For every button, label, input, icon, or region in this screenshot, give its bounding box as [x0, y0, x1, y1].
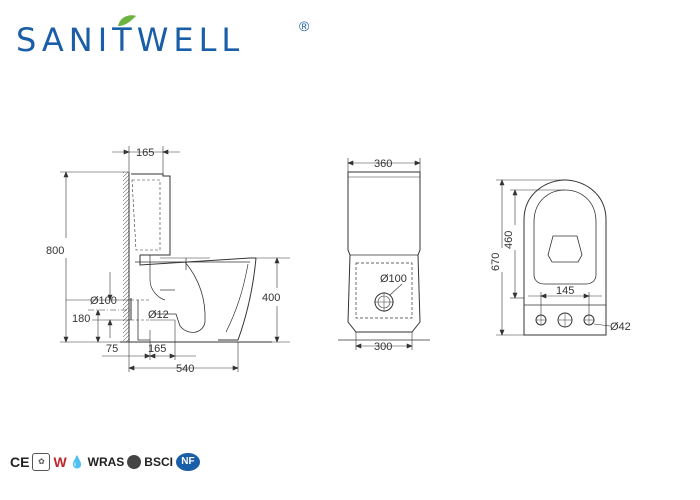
trap-line — [154, 261, 206, 333]
dim-height: 800 — [46, 245, 64, 257]
dim-wall-offset: 75 — [106, 343, 118, 355]
dim-top-width: 360 — [374, 158, 392, 170]
leaf-icon — [118, 15, 136, 26]
dim-inlet-dia: Ø100 — [90, 295, 117, 307]
tank-outline — [131, 173, 171, 256]
bsci-mark: BSCI — [144, 455, 173, 469]
dim-base-width: 300 — [374, 341, 392, 353]
top-dimensions — [496, 179, 611, 336]
front-view — [338, 171, 430, 341]
bowl-front — [218, 257, 257, 341]
dim-inlet-height: 180 — [72, 313, 90, 325]
top-outline — [523, 179, 607, 336]
ce-mark: CE — [10, 454, 30, 470]
dim-outlet-dia: Ø12 — [148, 309, 169, 321]
side-dimensions — [60, 146, 290, 372]
dim-bowl-depth: 460 — [503, 231, 515, 249]
bsci-icon — [127, 455, 142, 469]
brand-name: SANITWELL — [16, 21, 245, 59]
front-dimensions — [347, 158, 421, 350]
dim-tank-depth: 165 — [136, 147, 154, 159]
top-view — [523, 179, 607, 336]
dim-length: 540 — [176, 363, 194, 375]
sabs-icon: ✿ — [32, 453, 51, 471]
dim-total-depth: 670 — [490, 253, 502, 271]
nf-text: NF — [181, 456, 195, 467]
bowl-drain — [547, 235, 583, 263]
drop-icon: 💧 — [69, 455, 85, 469]
dim-hole-spacing: 145 — [556, 285, 574, 297]
brand-logo: SANITWELL ® — [16, 14, 316, 64]
wall-hatch — [123, 172, 129, 342]
certifications-bar: CE ✿ W 💧 WRAS BSCI NF — [10, 450, 200, 474]
registered-mark: ® — [299, 18, 310, 34]
dim-seat-height: 400 — [262, 292, 280, 304]
side-view — [120, 172, 272, 343]
dim-hole-dia: Ø42 — [610, 321, 631, 333]
seat-line — [139, 255, 256, 266]
watermark-icon: W — [53, 454, 67, 470]
top-labels: 670 460 145 Ø42 — [490, 231, 631, 333]
dim-front-outlet: Ø100 — [380, 273, 407, 285]
wras-mark: WRAS — [87, 455, 125, 469]
bowl-rim — [533, 189, 597, 285]
front-labels: 360 Ø100 300 — [374, 158, 407, 353]
nf-mark: NF — [175, 453, 200, 471]
side-labels: 165 800 Ø100 180 Ø12 400 75 165 540 — [46, 147, 280, 375]
dim-outlet-offset: 165 — [148, 343, 166, 355]
